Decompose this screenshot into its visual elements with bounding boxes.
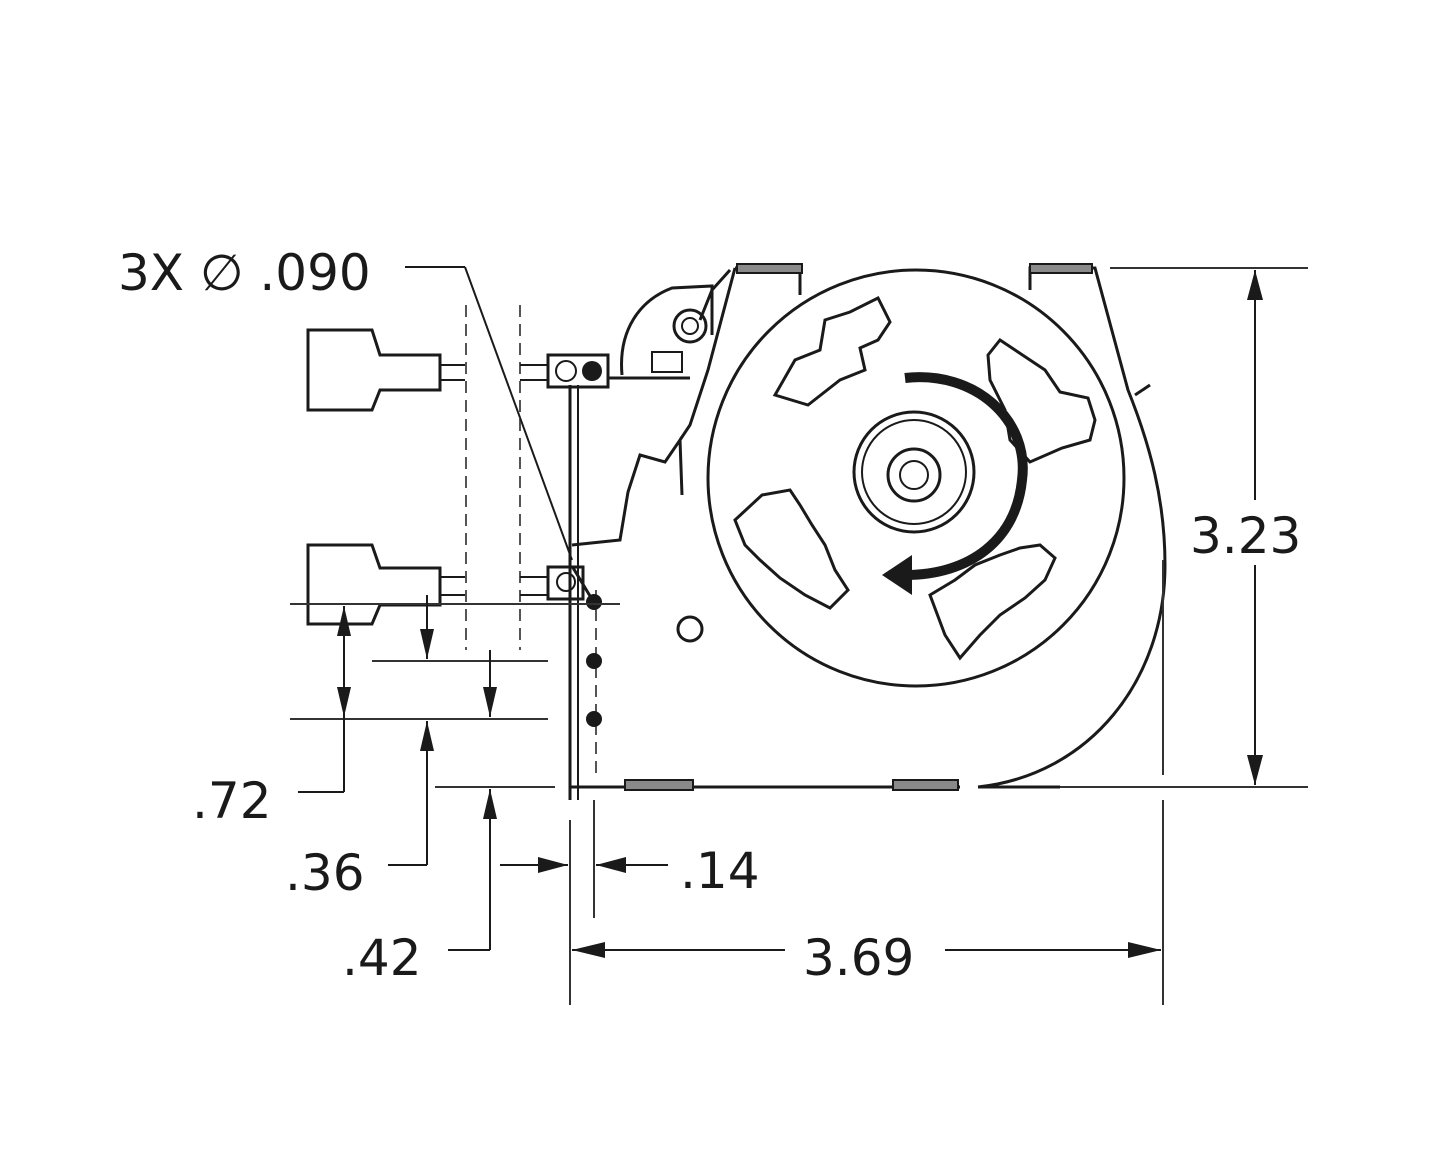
fan-wheel [706,268,1126,688]
dim-width [569,560,1164,1005]
vane-left [733,488,850,610]
height-dimension-label: 3.23 [1190,507,1301,565]
vane-right [986,337,1097,464]
upper-terminal-block [520,351,690,389]
lower-terminal-connector [306,543,465,626]
dim-036-label: .36 [285,844,365,902]
dim-height [1060,267,1308,788]
dim-036 [388,595,434,866]
hole-callout-leader-slope [464,266,573,561]
left-edge-hole-1 [586,594,602,610]
rotation-arrow [904,372,1028,580]
bottom-pad-left [624,779,694,791]
top-pad-left [736,263,803,274]
dim-042 [448,650,497,951]
vane-bottom [928,543,1057,661]
top-pad-right [1029,263,1093,274]
rotation-arrowhead [882,555,912,595]
dim-072 [298,606,351,793]
left-edge-hole-3 [586,711,602,727]
left-edge-hole-2 [586,653,602,669]
dim-042-label: .42 [342,929,422,987]
blower-housing [568,266,1167,800]
dim-014-label: .14 [680,842,760,900]
hole-callout-label: 3X ∅ .090 [118,244,371,302]
upper-terminal-connector [306,328,465,412]
dim-014 [500,800,668,918]
lower-terminal-block [520,565,592,601]
bottom-pad-right [892,779,959,791]
width-dimension-label: 3.69 [803,929,914,987]
dim-072-label: .72 [192,772,272,830]
vane-top [772,295,892,407]
